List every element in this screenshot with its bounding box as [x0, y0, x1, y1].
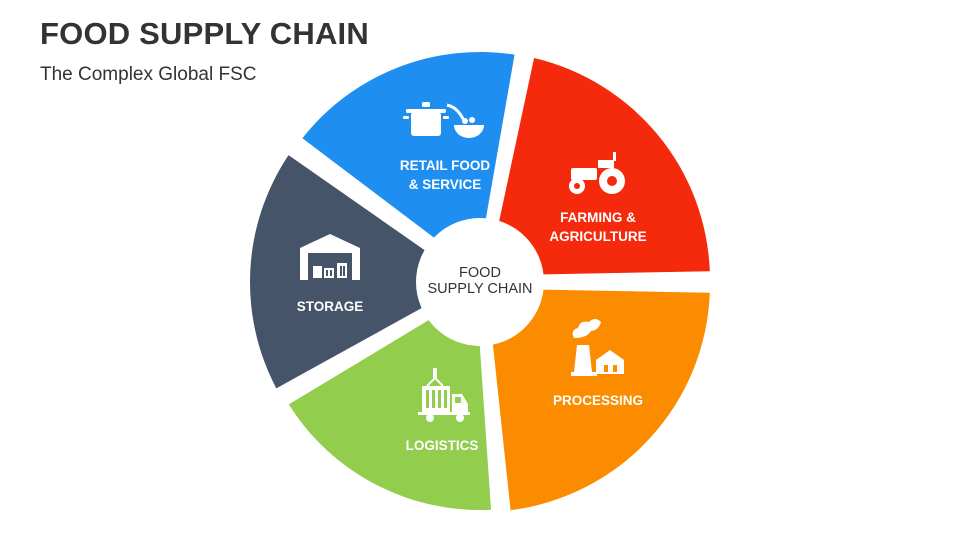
container-truck-icon	[418, 368, 470, 422]
page-title: FOOD SUPPLY CHAIN	[40, 16, 369, 51]
page-subtitle: The Complex Global FSC	[40, 64, 257, 85]
cooking-pot-bowl-icon	[403, 102, 484, 138]
tractor-icon	[569, 152, 625, 194]
segment-label-farming-line2: AGRICULTURE	[549, 229, 646, 244]
segment-label-farming-line1: FARMING &	[560, 210, 636, 225]
warehouse-icon	[300, 234, 360, 280]
segment-retail-food-service	[302, 52, 515, 242]
center-hub	[416, 218, 544, 346]
segment-label-retail-line1: RETAIL FOOD	[400, 158, 490, 173]
center-label-line2: SUPPLY CHAIN	[427, 281, 532, 297]
segment-label-logistics: LOGISTICS	[406, 438, 479, 453]
factory-icon	[571, 319, 624, 376]
segment-label-processing: PROCESSING	[553, 393, 643, 408]
segment-label-storage: STORAGE	[297, 299, 364, 314]
segment-label-retail-line2: & SERVICE	[409, 177, 482, 192]
segment-logistics	[288, 316, 492, 510]
segment-processing	[492, 289, 710, 511]
center-label-line1: FOOD	[459, 265, 501, 281]
